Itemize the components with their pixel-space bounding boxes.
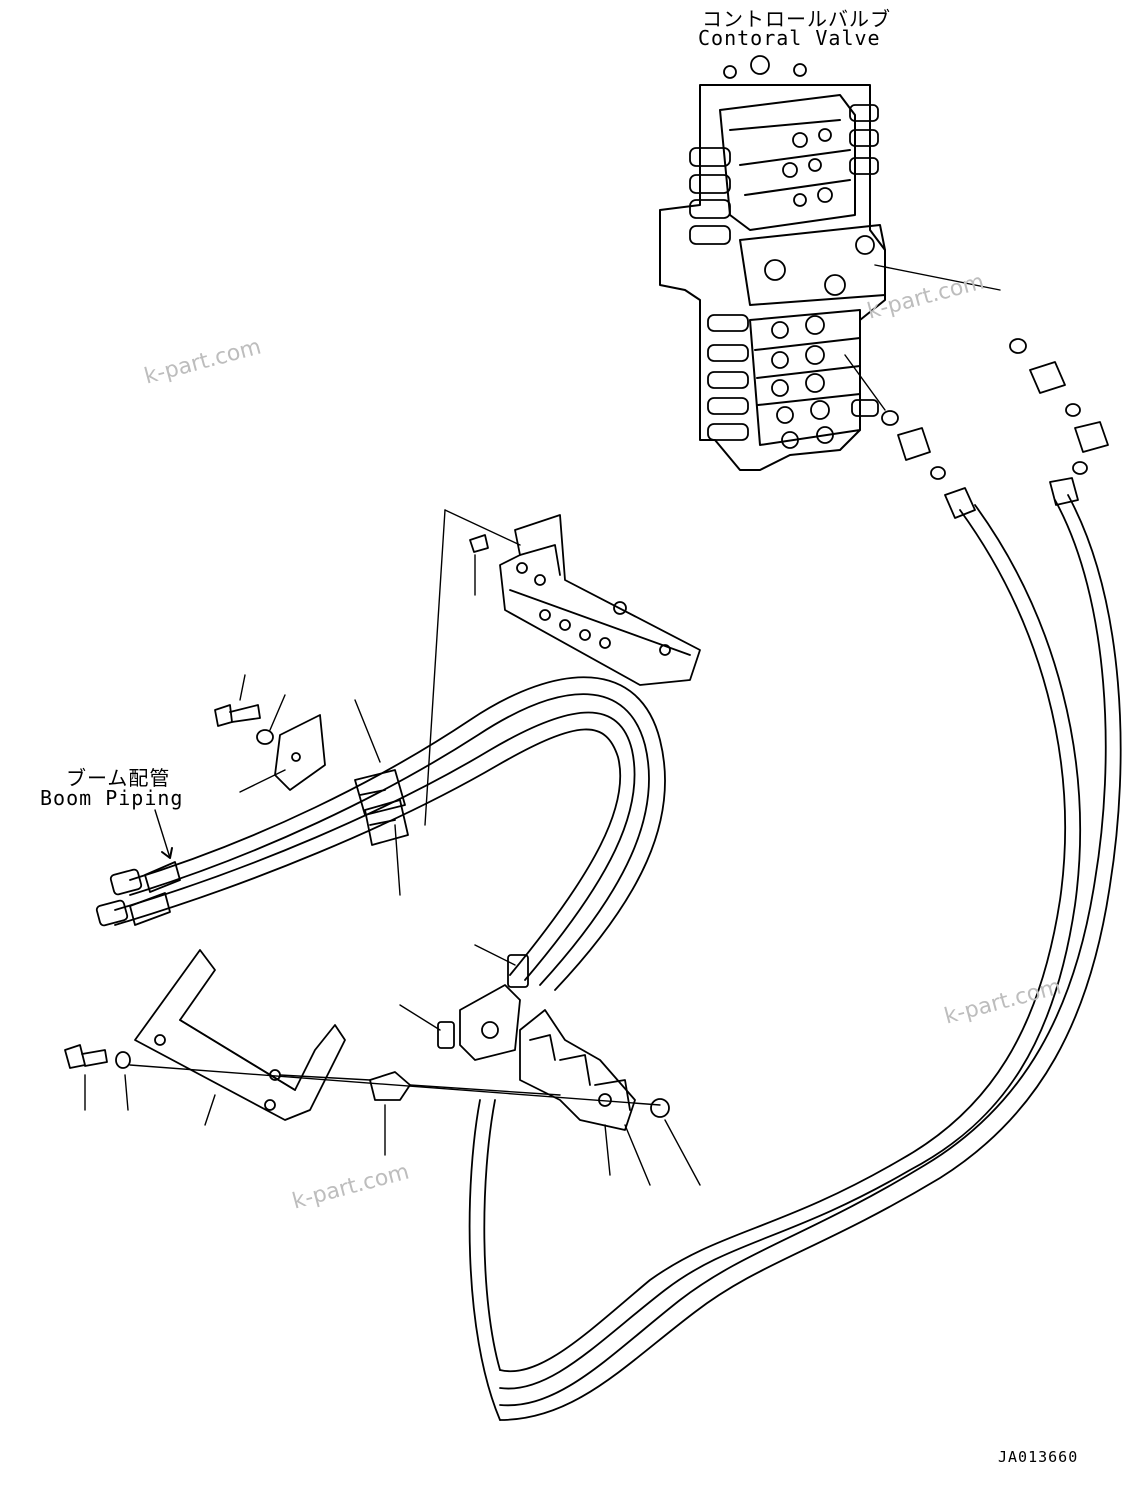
valve-spools-left bbox=[689, 104, 879, 441]
hose-clips bbox=[274, 714, 409, 846]
drawing-code: JA013660 bbox=[998, 1448, 1079, 1466]
upper-bracket bbox=[424, 509, 701, 826]
boom-piping-label-jp: ブーム配管 bbox=[66, 766, 171, 790]
leader-lines bbox=[84, 674, 701, 1186]
control-valve-label-en: Contoral Valve bbox=[698, 26, 881, 50]
valve-fittings bbox=[844, 264, 1109, 519]
clamp-assembly bbox=[437, 954, 670, 1131]
hoses bbox=[95, 494, 1122, 1421]
lower-bracket bbox=[64, 949, 411, 1121]
valve-ports bbox=[723, 55, 875, 449]
control-valve-label-jp: コントロールバルブ bbox=[702, 7, 891, 31]
control-valve bbox=[659, 55, 886, 471]
bolt-washer-top bbox=[214, 704, 274, 745]
boom-piping-label-en: Boom Piping bbox=[40, 786, 184, 810]
